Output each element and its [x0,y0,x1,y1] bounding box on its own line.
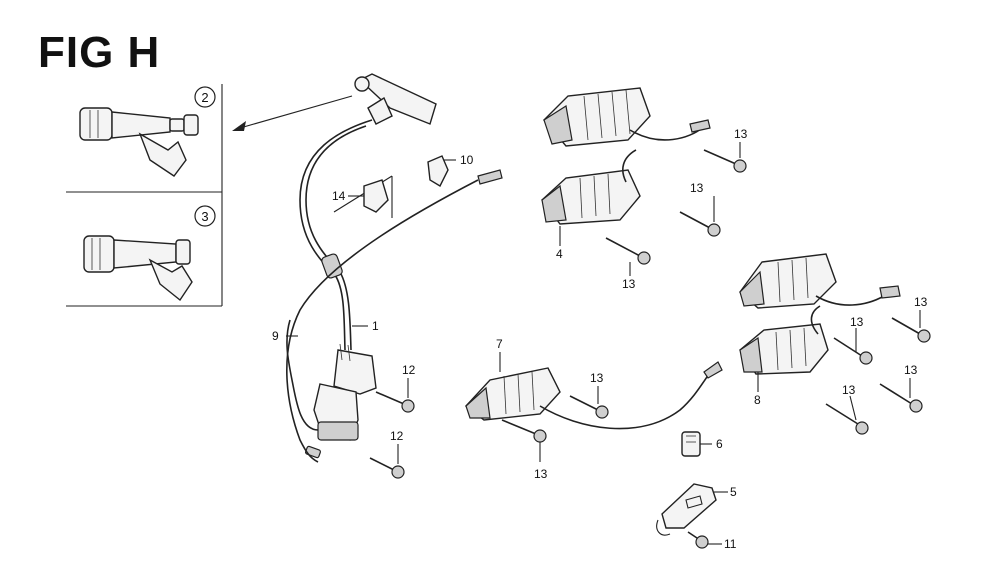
callout-10: 10 [460,153,474,167]
bolt-13-i [825,403,869,435]
charge-coil-upper [543,87,711,147]
inset-variant-2: 2 [79,86,216,177]
bolt-13-d [569,395,609,419]
charge-coil-4 [541,149,641,225]
bolt-12-upper [375,391,415,413]
callout-12-upper: 12 [402,363,416,377]
callout-13-i: 13 [842,383,856,397]
callout-9: 9 [272,329,279,343]
callout-11: 11 [724,537,737,551]
figure-title: FIG H [38,28,161,77]
screw-11 [687,531,709,549]
bracket-14 [333,175,393,218]
plug-cap-variant-3 [83,235,115,273]
bolt-13-g [833,337,873,365]
clip-10 [427,155,449,187]
charge-coil-7 [464,361,723,430]
bolt-13-a [703,149,747,173]
leader-lines [286,142,921,545]
callout-7: 7 [496,337,503,351]
ignition-coil-assembly [286,73,437,459]
callout-13-c: 13 [622,277,636,291]
callout-4: 4 [556,247,563,261]
inset-label-2: 2 [201,90,208,105]
callout-13-b: 13 [690,181,704,195]
variant-inset-panels [66,84,223,307]
bolt-13-b [679,211,721,237]
grommet-6 [681,431,701,457]
bolt-13-c [605,237,651,265]
bolt-13-e [501,419,547,443]
callout-6: 6 [716,437,723,451]
callout-13-g: 13 [850,315,864,329]
callout-5: 5 [730,485,737,499]
callout-13-f: 13 [914,295,928,309]
charge-coil-right-upper [739,253,901,309]
callout-13-d: 13 [590,371,604,385]
plate-5 [656,483,717,536]
bolt-13-h [879,383,923,413]
bolt-13-f [891,317,931,343]
callout-13-e: 13 [534,467,548,481]
callout-14: 14 [332,189,346,203]
wire-9 [286,179,479,463]
reference-arrow [232,95,353,131]
bolt-12-lower [369,457,405,479]
callouts: 1 4 5 6 7 8 9 10 11 12 12 13 13 13 13 13… [272,127,928,551]
callout-8: 8 [754,393,761,407]
inset-variant-3: 3 [83,205,216,302]
plug-cap-variant-2 [79,107,113,141]
callout-13-a: 13 [734,127,748,141]
charge-coil-8 [739,305,829,375]
callout-12-lower: 12 [390,429,404,443]
callout-13-h: 13 [904,363,918,377]
callout-1: 1 [372,319,379,333]
inset-label-3: 3 [201,209,208,224]
